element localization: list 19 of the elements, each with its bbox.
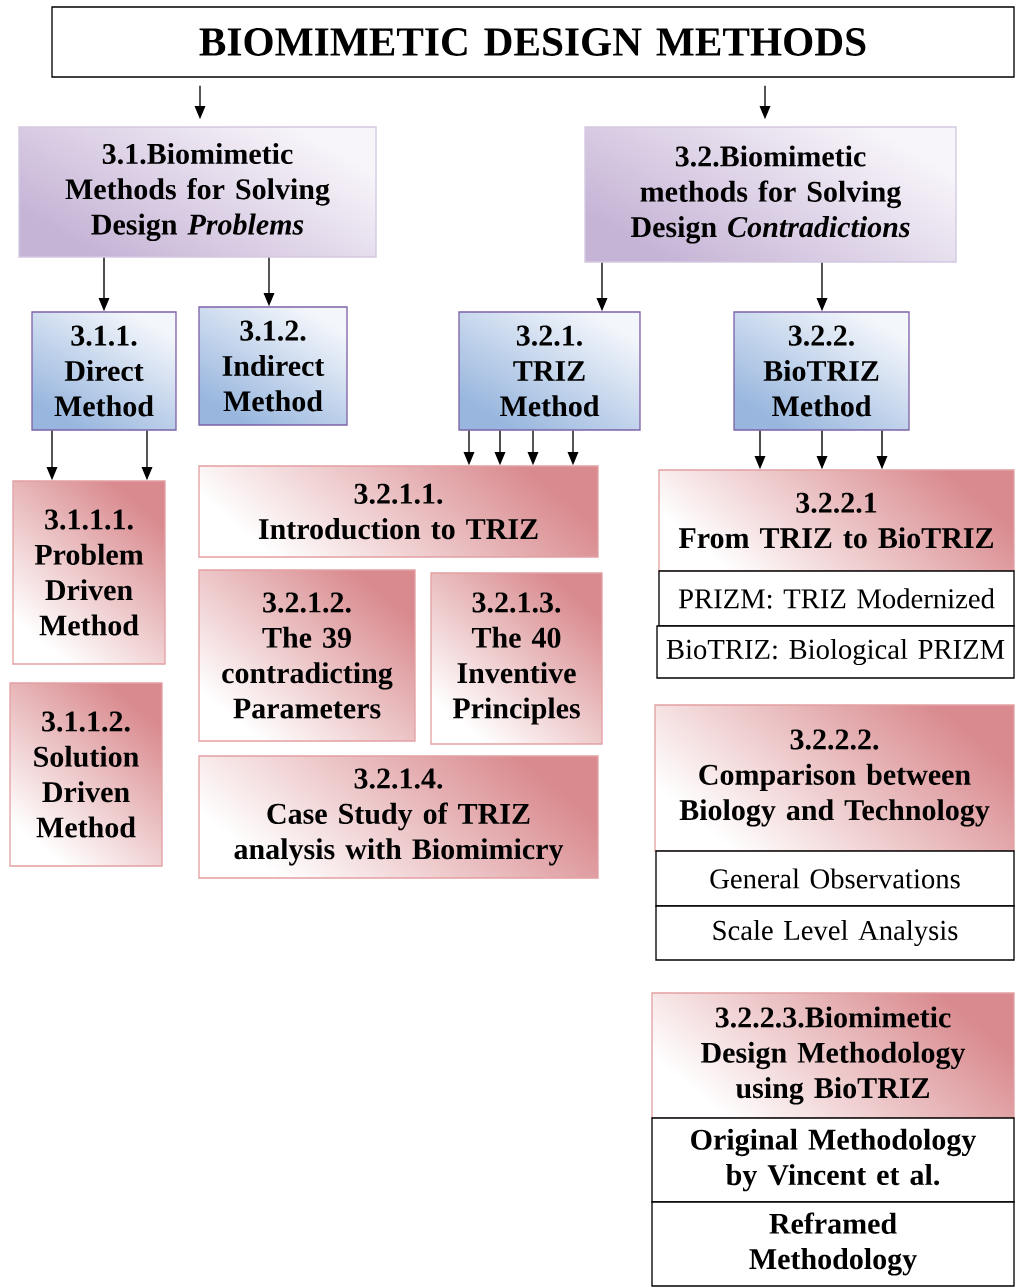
item-box: Reframed Methodology: [651, 1201, 1015, 1287]
title-box: BIOMIMETIC DESIGN METHODS: [51, 6, 1015, 78]
item-box: Scale Level Analysis: [655, 905, 1015, 961]
method-box: 3.2.1. TRIZ Method: [458, 311, 641, 431]
item-box: BioTRIZ: Biological PRIZM: [656, 625, 1015, 679]
topic-box: 3.1.1.2. Solution Driven Method: [9, 682, 163, 867]
section-box: 3.2.Biomimetic methods for Solving Design Contradictions: [584, 126, 957, 263]
item-box: Original Methodology by Vincent et al.: [651, 1117, 1015, 1203]
item-box: PRIZM: TRIZ Modernized: [658, 570, 1015, 627]
topic-box: 3.1.1.1. Problem Driven Method: [12, 480, 166, 665]
topic-box: 3.2.1.1. Introduction to TRIZ: [198, 465, 599, 558]
item-box: General Observations: [655, 850, 1015, 907]
topic-box: 3.2.1.3. The 40 Inventive Principles: [430, 572, 603, 745]
method-box: 3.2.2. BioTRIZ Method: [733, 311, 910, 431]
method-box: 3.1.2. Indirect Method: [198, 306, 348, 426]
method-box: 3.1.1. Direct Method: [31, 311, 177, 431]
section-box: 3.1.Biomimetic Methods for Solving Design Problems: [18, 126, 377, 258]
topic-box: 3.2.1.2. The 39 contradicting Parameters: [198, 569, 416, 742]
topic-box: 3.2.1.4. Case Study of TRIZ analysis with Biomimicry: [198, 755, 599, 879]
